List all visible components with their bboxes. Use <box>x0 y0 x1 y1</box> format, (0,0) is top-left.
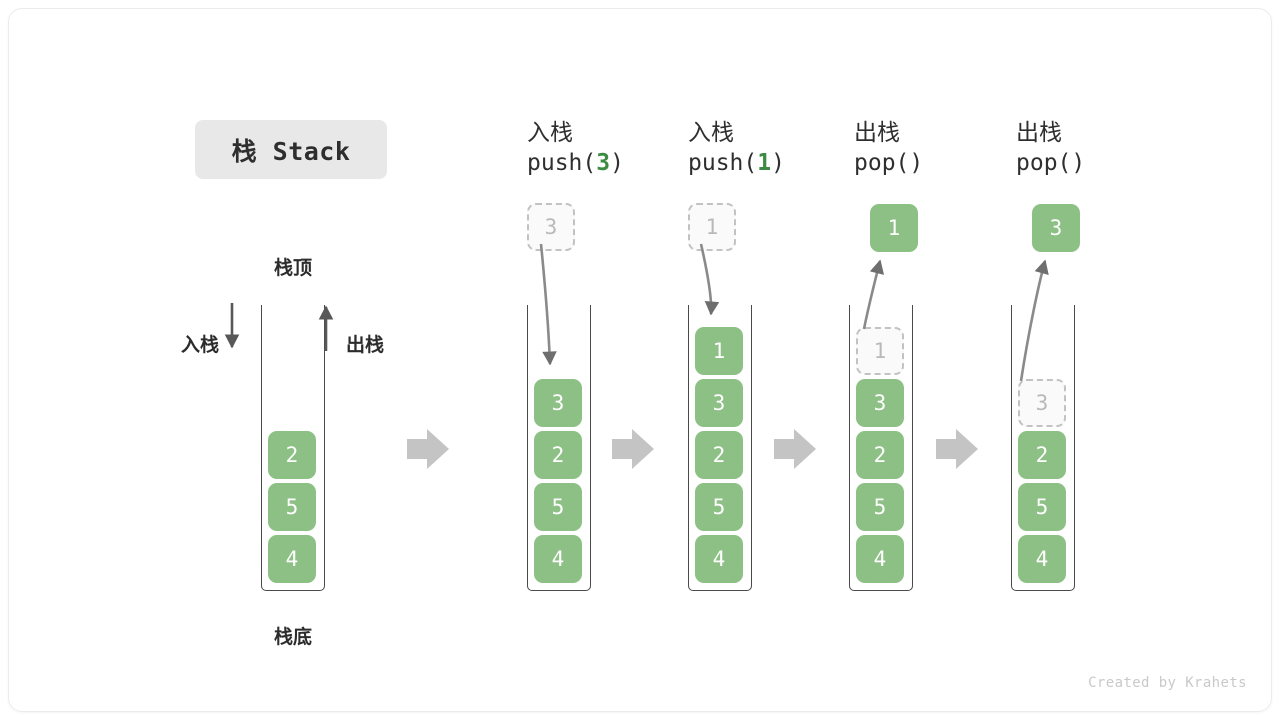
column-header-push-3: 入栈 push(3) <box>527 117 624 178</box>
stack-frame: 1 3 2 5 4 <box>688 305 752 591</box>
floating-cell-push-3: 3 <box>527 203 575 251</box>
stack-column-pop-2: 3 2 5 4 <box>1011 305 1075 591</box>
column-header-push-1: 入栈 push(1) <box>688 117 785 178</box>
stack-cell: 4 <box>1018 535 1066 583</box>
code-suffix: ) <box>610 149 624 176</box>
stack-cell: 5 <box>856 483 904 531</box>
stack-cell: 5 <box>695 483 743 531</box>
stack-frame: 1 3 2 5 4 <box>849 305 913 591</box>
stack-cell: 4 <box>534 535 582 583</box>
stack-cell: 3 <box>856 379 904 427</box>
stack-cell: 2 <box>856 431 904 479</box>
pop-side-label: 出栈 <box>346 335 385 356</box>
code-suffix: ) <box>1071 149 1086 176</box>
code-prefix: push( <box>527 149 597 176</box>
column-header-cn: 出栈 <box>854 119 900 145</box>
code-arg: 3 <box>596 149 611 176</box>
stack-cell: 3 <box>534 379 582 427</box>
column-header-code: push(3) <box>527 148 624 179</box>
code-arg: 1 <box>757 149 772 176</box>
stack-bottom-label: 栈底 <box>273 627 312 648</box>
stack-frame: 3 2 5 4 <box>1011 305 1075 591</box>
stack-cell: 2 <box>268 431 316 479</box>
push-1-motion-arrow <box>699 243 720 316</box>
code-prefix: push( <box>688 149 758 176</box>
stack-cell: 1 <box>695 327 743 375</box>
code-prefix: pop( <box>854 149 910 176</box>
column-header-cn: 出栈 <box>1016 119 1062 145</box>
column-header-pop-1: 出栈 pop() <box>854 117 923 178</box>
stack-frame: 2 5 4 <box>261 305 325 591</box>
column-header-cn: 入栈 <box>688 119 734 145</box>
push-side-label: 入栈 <box>181 335 220 356</box>
diagram-card: 栈 Stack 2 5 4 栈顶 栈底 入栈 出栈 入栈 push(3) 3 3… <box>8 8 1272 712</box>
stack-column-push-3: 3 2 5 4 <box>527 305 591 591</box>
code-suffix: ) <box>909 149 924 176</box>
stack-cell: 2 <box>534 431 582 479</box>
floating-cell-push-1: 1 <box>688 203 736 251</box>
step-arrow-1 <box>407 429 449 469</box>
stack-cell: 4 <box>268 535 316 583</box>
step-arrow-3 <box>774 429 816 469</box>
stack-cell: 5 <box>268 483 316 531</box>
stack-column-pop-1: 1 3 2 5 4 <box>849 305 913 591</box>
stack-cell-ghost: 1 <box>856 327 904 375</box>
column-header-code: pop() <box>1016 148 1085 179</box>
step-arrow-4 <box>936 429 978 469</box>
floating-cell-pop-2: 3 <box>1032 204 1080 252</box>
column-header-pop-2: 出栈 pop() <box>1016 117 1085 178</box>
stack-cell: 2 <box>1018 431 1066 479</box>
stack-cell: 5 <box>534 483 582 531</box>
stack-top-label: 栈顶 <box>273 258 312 279</box>
code-suffix: ) <box>771 149 785 176</box>
column-header-cn: 入栈 <box>527 119 573 145</box>
credit-text: Created by Krahets <box>1088 675 1247 691</box>
stack-cell: 4 <box>695 535 743 583</box>
column-header-code: pop() <box>854 148 923 179</box>
floating-cell-pop-1: 1 <box>870 204 918 252</box>
stack-cell: 3 <box>695 379 743 427</box>
step-arrow-2 <box>612 429 654 469</box>
stack-frame: 3 2 5 4 <box>527 305 591 591</box>
stack-cell: 4 <box>856 535 904 583</box>
stack-cell: 5 <box>1018 483 1066 531</box>
code-prefix: pop( <box>1016 149 1072 176</box>
page-title: 栈 Stack <box>195 120 387 179</box>
stack-column-initial: 2 5 4 <box>261 305 325 591</box>
stack-column-push-1: 1 3 2 5 4 <box>688 305 752 591</box>
stack-cell-ghost: 3 <box>1018 379 1066 427</box>
stack-cell: 2 <box>695 431 743 479</box>
column-header-code: push(1) <box>688 148 785 179</box>
arrow-overlay <box>224 243 1049 469</box>
